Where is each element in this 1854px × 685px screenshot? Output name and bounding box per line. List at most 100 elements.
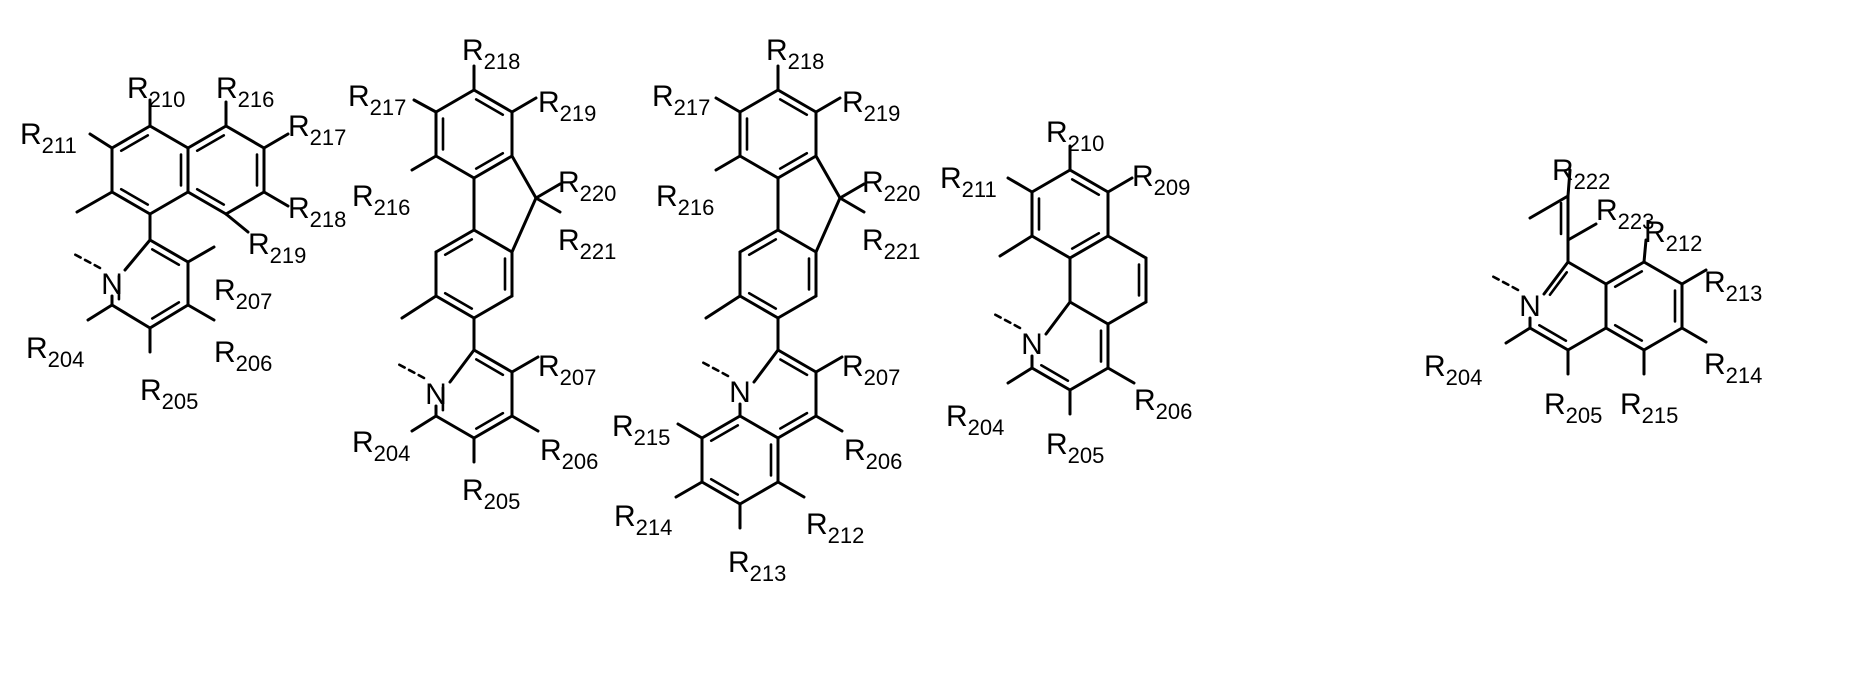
substituent-symbol: R (538, 350, 560, 383)
double-bond-line (711, 425, 738, 440)
fluorene-ring-bottom-bond (474, 230, 512, 252)
pyridine-bond (436, 416, 474, 438)
substituent-symbol: R (288, 192, 310, 225)
substituent-label-r219: R219 (842, 86, 900, 126)
substituent-symbol: R (462, 34, 484, 67)
fluorene-ring-bottom-double-bond (445, 239, 472, 254)
r204-bond (412, 416, 436, 431)
coordination-bond (398, 364, 424, 378)
substituent-label-r205: R205 (1046, 428, 1104, 468)
substituent-label-r215: R215 (612, 410, 670, 450)
structure-2-fluorenyl-pyridine: NR218R217R219R216R220R221R207R204R206R20… (348, 34, 616, 514)
substituent-subscript: 216 (678, 195, 715, 220)
substituent-label-r215: R215 (1620, 388, 1678, 428)
substituent-symbol: R (766, 34, 788, 67)
substituent-label-r214: R214 (1704, 348, 1762, 388)
substituent-symbol: R (248, 228, 270, 261)
r204-bond (1008, 368, 1032, 383)
double-bond-line (1615, 271, 1642, 286)
substituent-label-r207: R207 (214, 274, 272, 314)
substituent-label-r207: R207 (842, 350, 900, 390)
substituent-label-r217: R217 (652, 80, 710, 120)
substituent-subscript: 219 (270, 243, 307, 268)
fluorene-ring-top-bond (436, 90, 474, 112)
naphthalene-ring-a-double-bond (121, 189, 148, 204)
double-bond-line (1615, 325, 1642, 340)
fluorene-ring-top-double-bond (780, 153, 807, 168)
r206-bond (512, 416, 538, 431)
substituent-subscript: 205 (1566, 403, 1603, 428)
substituent-subscript: 206 (236, 351, 273, 376)
substituent-symbol: R (1424, 350, 1446, 383)
r207-bond (188, 247, 214, 262)
substituent-label-r210: R210 (127, 72, 185, 112)
benzo-bond (1644, 262, 1682, 284)
r211-bond (1008, 178, 1032, 192)
fluorene-ring-bottom-double-bond (749, 239, 776, 254)
substituent-label-r204: R204 (352, 426, 410, 466)
substituent-symbol: R (862, 166, 884, 199)
quinoline-bond (740, 416, 778, 438)
substituent-subscript: 205 (162, 389, 199, 414)
substituent-subscript: 212 (1666, 231, 1703, 256)
fluorene-ring-top-bond (740, 90, 778, 112)
substituent-label-r204: R204 (1424, 350, 1482, 390)
substituent-symbol: R (538, 86, 560, 119)
substituent-symbol: R (20, 118, 42, 151)
middle-ring-bond (1108, 302, 1146, 324)
r215-bond (678, 424, 702, 438)
double-bond-line (476, 359, 503, 374)
naphthalene-ring-a-bond (150, 126, 188, 148)
substituent-subscript: 209 (1154, 175, 1191, 200)
nitrogen-atom: N (425, 378, 447, 411)
substituent-subscript: 204 (374, 441, 411, 466)
substituent-label-r204: R204 (946, 400, 1004, 440)
quinoline-bond (754, 350, 778, 382)
substituent-subscript: 211 (962, 177, 997, 202)
coordination-bond (74, 254, 100, 268)
benzo-bond (1644, 328, 1682, 350)
substituent-label-r216: R216 (352, 180, 410, 220)
substituent-subscript: 216 (374, 195, 411, 220)
substituent-label-r205: R205 (1544, 388, 1602, 428)
substituent-label-r216: R216 (656, 180, 714, 220)
substituent-label-r218: R218 (766, 34, 824, 74)
r220-bond (536, 184, 560, 198)
substituent-symbol: R (946, 400, 968, 433)
r206-bond (188, 305, 214, 320)
r217-bond (264, 134, 288, 148)
r206-bond (1108, 368, 1134, 383)
substituent-symbol: R (1704, 266, 1726, 299)
substituent-label-r217: R217 (288, 110, 346, 150)
nitrogen-atom: N (1519, 290, 1541, 323)
fluorene-ring-top-double-bond (780, 99, 807, 114)
nitrogen-atom: N (1021, 328, 1043, 361)
r207-bond (816, 357, 842, 372)
substituent-symbol: R (1046, 428, 1068, 461)
substituent-label-r221: R221 (862, 224, 920, 264)
substituent-subscript: 207 (236, 289, 273, 314)
middle-ring-bond (1108, 236, 1146, 258)
r218-bond (264, 192, 288, 206)
substituent-subscript: 215 (1642, 403, 1679, 428)
substituent-symbol: R (844, 434, 866, 467)
substituent-subscript: 204 (968, 415, 1005, 440)
substituent-label-r206: R206 (1134, 384, 1192, 424)
substituent-symbol: R (352, 180, 374, 213)
substituent-subscript: 210 (149, 87, 186, 112)
double-bond-line (780, 359, 807, 374)
naphthalene-ring-a-bond (150, 192, 188, 214)
methyl-bond (1000, 236, 1032, 256)
substituent-label-r217: R217 (348, 80, 406, 120)
substituent-subscript: 213 (750, 561, 787, 586)
substituent-subscript: 222 (1574, 169, 1611, 194)
methyl-bond (706, 296, 740, 318)
substituent-label-r212: R212 (1644, 216, 1702, 256)
fluorene-ring-top-double-bond (476, 153, 503, 168)
fluorene-ring-top-bond (740, 156, 778, 178)
substituent-label-r213: R213 (728, 546, 786, 586)
naphthalene-ring-b-bond (226, 126, 264, 148)
substituent-symbol: R (1134, 384, 1156, 417)
substituent-symbol: R (348, 80, 370, 113)
